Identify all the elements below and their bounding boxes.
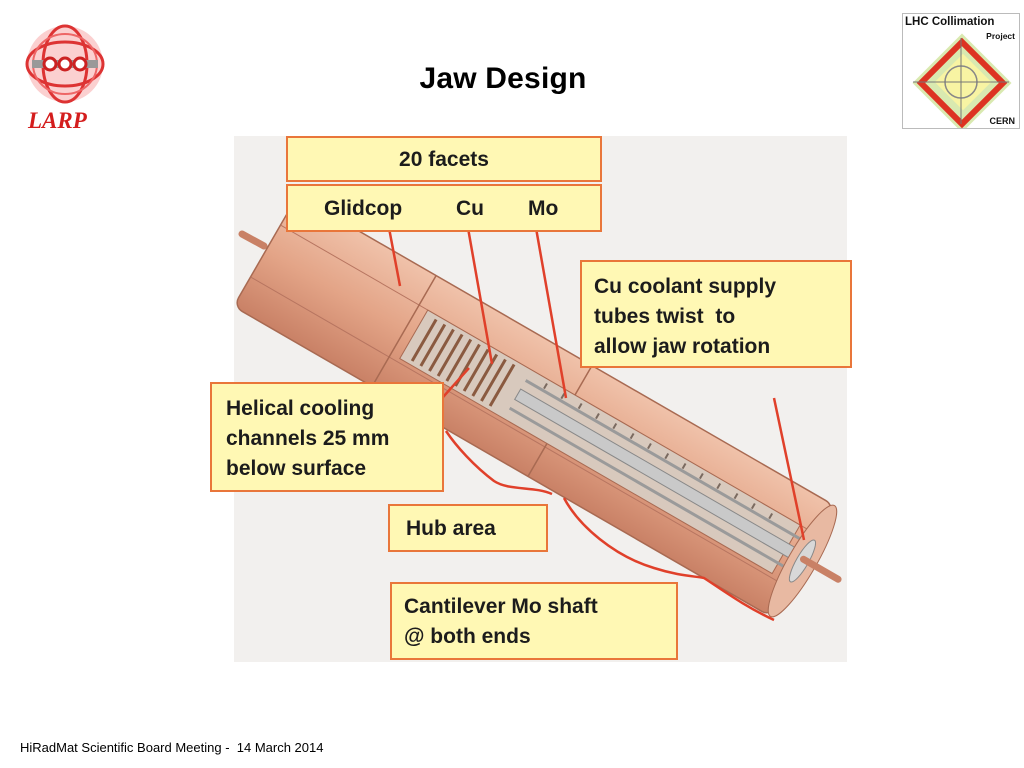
coolant-line-1: Cu coolant supply — [594, 275, 777, 298]
mo-label: Mo — [528, 197, 559, 220]
cantilever-callout: Cantilever Mo shaft @ both ends — [390, 582, 678, 660]
coolant-line-3: allow jaw rotation — [594, 335, 771, 358]
jaw-cutaway-illustration — [236, 198, 842, 622]
lhc-collimation-logo: LHC Collimation Project CERN — [902, 13, 1020, 129]
larp-emblem-icon — [25, 24, 105, 104]
lhc-logo-cern: CERN — [989, 116, 1015, 126]
materials-callout: Glidcop Cu Mo — [286, 184, 602, 232]
slide-footer: HiRadMat Scientific Board Meeting - 14 M… — [20, 740, 324, 755]
helical-line-3: below surface — [226, 457, 367, 480]
coolant-line-2: tubes twist to — [594, 305, 736, 328]
facets-callout: 20 facets — [286, 136, 602, 182]
slide-title: Jaw Design — [419, 62, 587, 95]
larp-logo-text: LARP — [28, 108, 87, 133]
coolant-tubes-callout: Cu coolant supply tubes twist to allow j… — [580, 260, 852, 368]
lhc-logo-title: LHC Collimation — [905, 16, 995, 28]
helical-line-1: Helical cooling — [226, 397, 375, 420]
hub-area-label: Hub area — [406, 517, 496, 540]
helical-line-2: channels 25 mm — [226, 427, 390, 450]
larp-logo — [20, 22, 110, 137]
cantilever-line-2: @ both ends — [404, 625, 531, 648]
facets-label: 20 facets — [399, 148, 489, 171]
glidcop-label: Glidcop — [324, 197, 403, 220]
cantilever-line-1: Cantilever Mo shaft — [404, 595, 598, 618]
hub-area-callout: Hub area — [388, 504, 548, 552]
helical-cooling-callout: Helical cooling channels 25 mm below sur… — [210, 382, 444, 492]
lhc-logo-project: Project — [986, 31, 1015, 41]
cu-label: Cu — [456, 197, 484, 220]
jaw-design-figure: 20 facets Glidcop Cu Mo Cu coolant suppl… — [210, 136, 852, 662]
collimation-emblem-icon — [912, 33, 1012, 128]
